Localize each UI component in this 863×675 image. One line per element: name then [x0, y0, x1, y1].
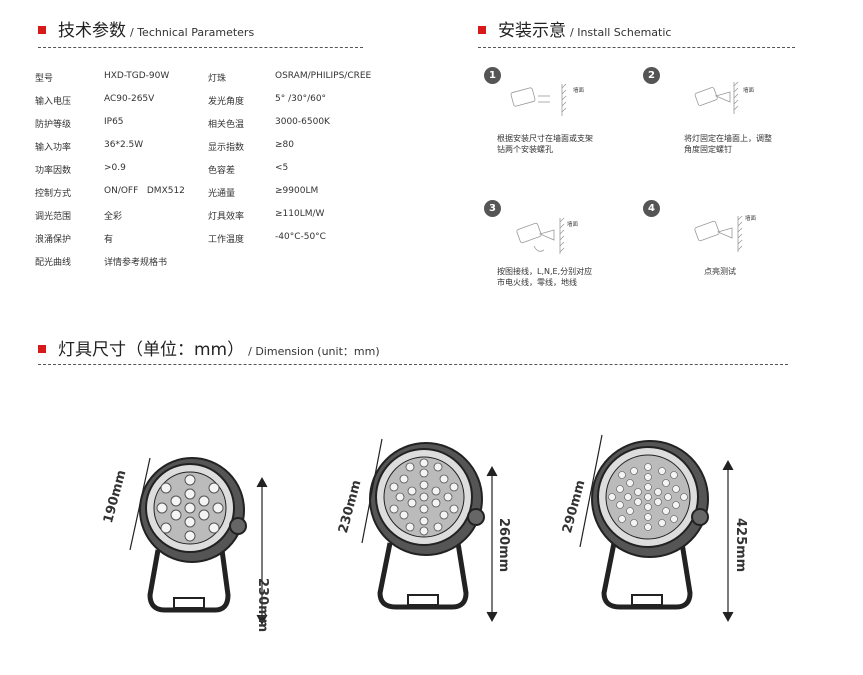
step-caption-line: 按图接线，L,N,E,分别对应: [497, 267, 593, 276]
dimension-label: 230mm: [255, 578, 270, 633]
step-number-badge: 1: [484, 67, 501, 84]
spec-value: AC90-265V: [104, 94, 155, 104]
spec-label: 控制方式: [35, 189, 72, 199]
dimension-divider: [38, 364, 788, 365]
wall-label: 墙面: [573, 88, 585, 94]
tech-section-title: 技术参数 / Technical Parameters: [38, 16, 254, 41]
spec-value: ≥80: [275, 140, 294, 150]
spec-label: 调光范围: [35, 212, 72, 222]
red-square-icon: [478, 26, 486, 34]
dimension-label: 425mm: [733, 518, 748, 573]
install-step-4-illustration: [694, 215, 743, 252]
step-caption-line: 钻两个安装螺孔: [497, 145, 553, 154]
step-caption-line: 根据安装尺寸在墙面或支架: [497, 134, 593, 143]
spec-value: ON/OFF DMX512: [104, 186, 185, 196]
tech-divider: [38, 47, 363, 48]
spec-value: 详情参考规格书: [104, 258, 168, 268]
spec-value: IP65: [104, 117, 124, 127]
spec-label: 发光角度: [208, 97, 245, 107]
step-caption: 点亮测试: [704, 266, 736, 277]
tech-title-en: / Technical Parameters: [130, 26, 255, 39]
step-caption-line: 点亮测试: [704, 267, 736, 276]
step-caption-line: 将灯固定在墙面上，调整: [684, 134, 772, 143]
dimension-title-en: / Dimension (unit：mm): [248, 345, 380, 358]
step-caption: 根据安装尺寸在墙面或支架 钻两个安装螺孔: [497, 133, 593, 155]
spec-value: OSRAM/PHILIPS/CREE: [275, 71, 372, 81]
spec-label: 灯珠: [208, 74, 227, 84]
tech-title-zh: 技术参数: [58, 21, 126, 41]
wall-label: 墙面: [567, 222, 579, 228]
lamp-dimension-drawing-large: [579, 434, 734, 623]
step-caption-line: 市电火线，零线，地线: [497, 278, 577, 287]
spec-value: ≥110LM/W: [275, 209, 325, 219]
install-divider: [478, 47, 795, 48]
red-square-icon: [38, 345, 46, 353]
dimension-label: 260mm: [496, 518, 511, 573]
spec-value: >0.9: [104, 163, 126, 173]
spec-value: 有: [104, 235, 114, 245]
dimension-section-title: 灯具尺寸（单位：mm） / Dimension (unit：mm): [38, 335, 380, 360]
dimension-title-zh: 灯具尺寸（单位：mm）: [58, 340, 245, 360]
spec-label: 工作温度: [208, 235, 245, 245]
install-step-2-illustration: [694, 81, 739, 114]
spec-label: 色容差: [208, 166, 236, 176]
step-caption: 将灯固定在墙面上，调整 角度固定螺钉: [684, 133, 772, 155]
red-square-icon: [38, 26, 46, 34]
spec-label: 功率因数: [35, 166, 72, 176]
install-section-title: 安装示意 / Install Schematic: [478, 16, 671, 41]
spec-value: 5° /30°/60°: [275, 94, 327, 104]
spec-value: <5: [275, 163, 289, 173]
spec-label: 相关色温: [208, 120, 245, 130]
install-step-3-illustration: [516, 217, 565, 254]
spec-label: 配光曲线: [35, 258, 72, 268]
spec-label: 输入功率: [35, 143, 72, 153]
spec-value: -40°C-50°C: [275, 232, 326, 242]
spec-label: 型号: [35, 74, 54, 84]
lamp-dimension-drawing-medium: [361, 438, 498, 623]
spec-label: 光通量: [208, 189, 236, 199]
spec-value: 3000-6500K: [275, 117, 330, 127]
install-step-1-illustration: [510, 83, 567, 116]
wall-label: 墙面: [745, 216, 757, 222]
spec-value: 36*2.5W: [104, 140, 144, 150]
step-number-badge: 4: [643, 200, 660, 217]
spec-label: 浪涌保护: [35, 235, 72, 245]
install-title-en: / Install Schematic: [570, 26, 672, 39]
spec-label: 防护等级: [35, 120, 72, 130]
spec-value: ≥9900LM: [275, 186, 319, 196]
spec-label: 灯具效率: [208, 212, 245, 222]
step-caption-line: 角度固定螺钉: [684, 145, 732, 154]
step-caption: 按图接线，L,N,E,分别对应 市电火线，零线，地线: [497, 266, 592, 288]
wall-label: 墙面: [743, 88, 755, 94]
step-number-badge: 3: [484, 200, 501, 217]
spec-value: HXD-TGD-90W: [104, 71, 170, 81]
spec-label: 显示指数: [208, 143, 245, 153]
lamp-dimension-drawing-small: [129, 457, 268, 626]
install-title-zh: 安装示意: [498, 21, 566, 41]
spec-label: 输入电压: [35, 97, 72, 107]
step-number-badge: 2: [643, 67, 660, 84]
spec-value: 全彩: [104, 212, 123, 222]
